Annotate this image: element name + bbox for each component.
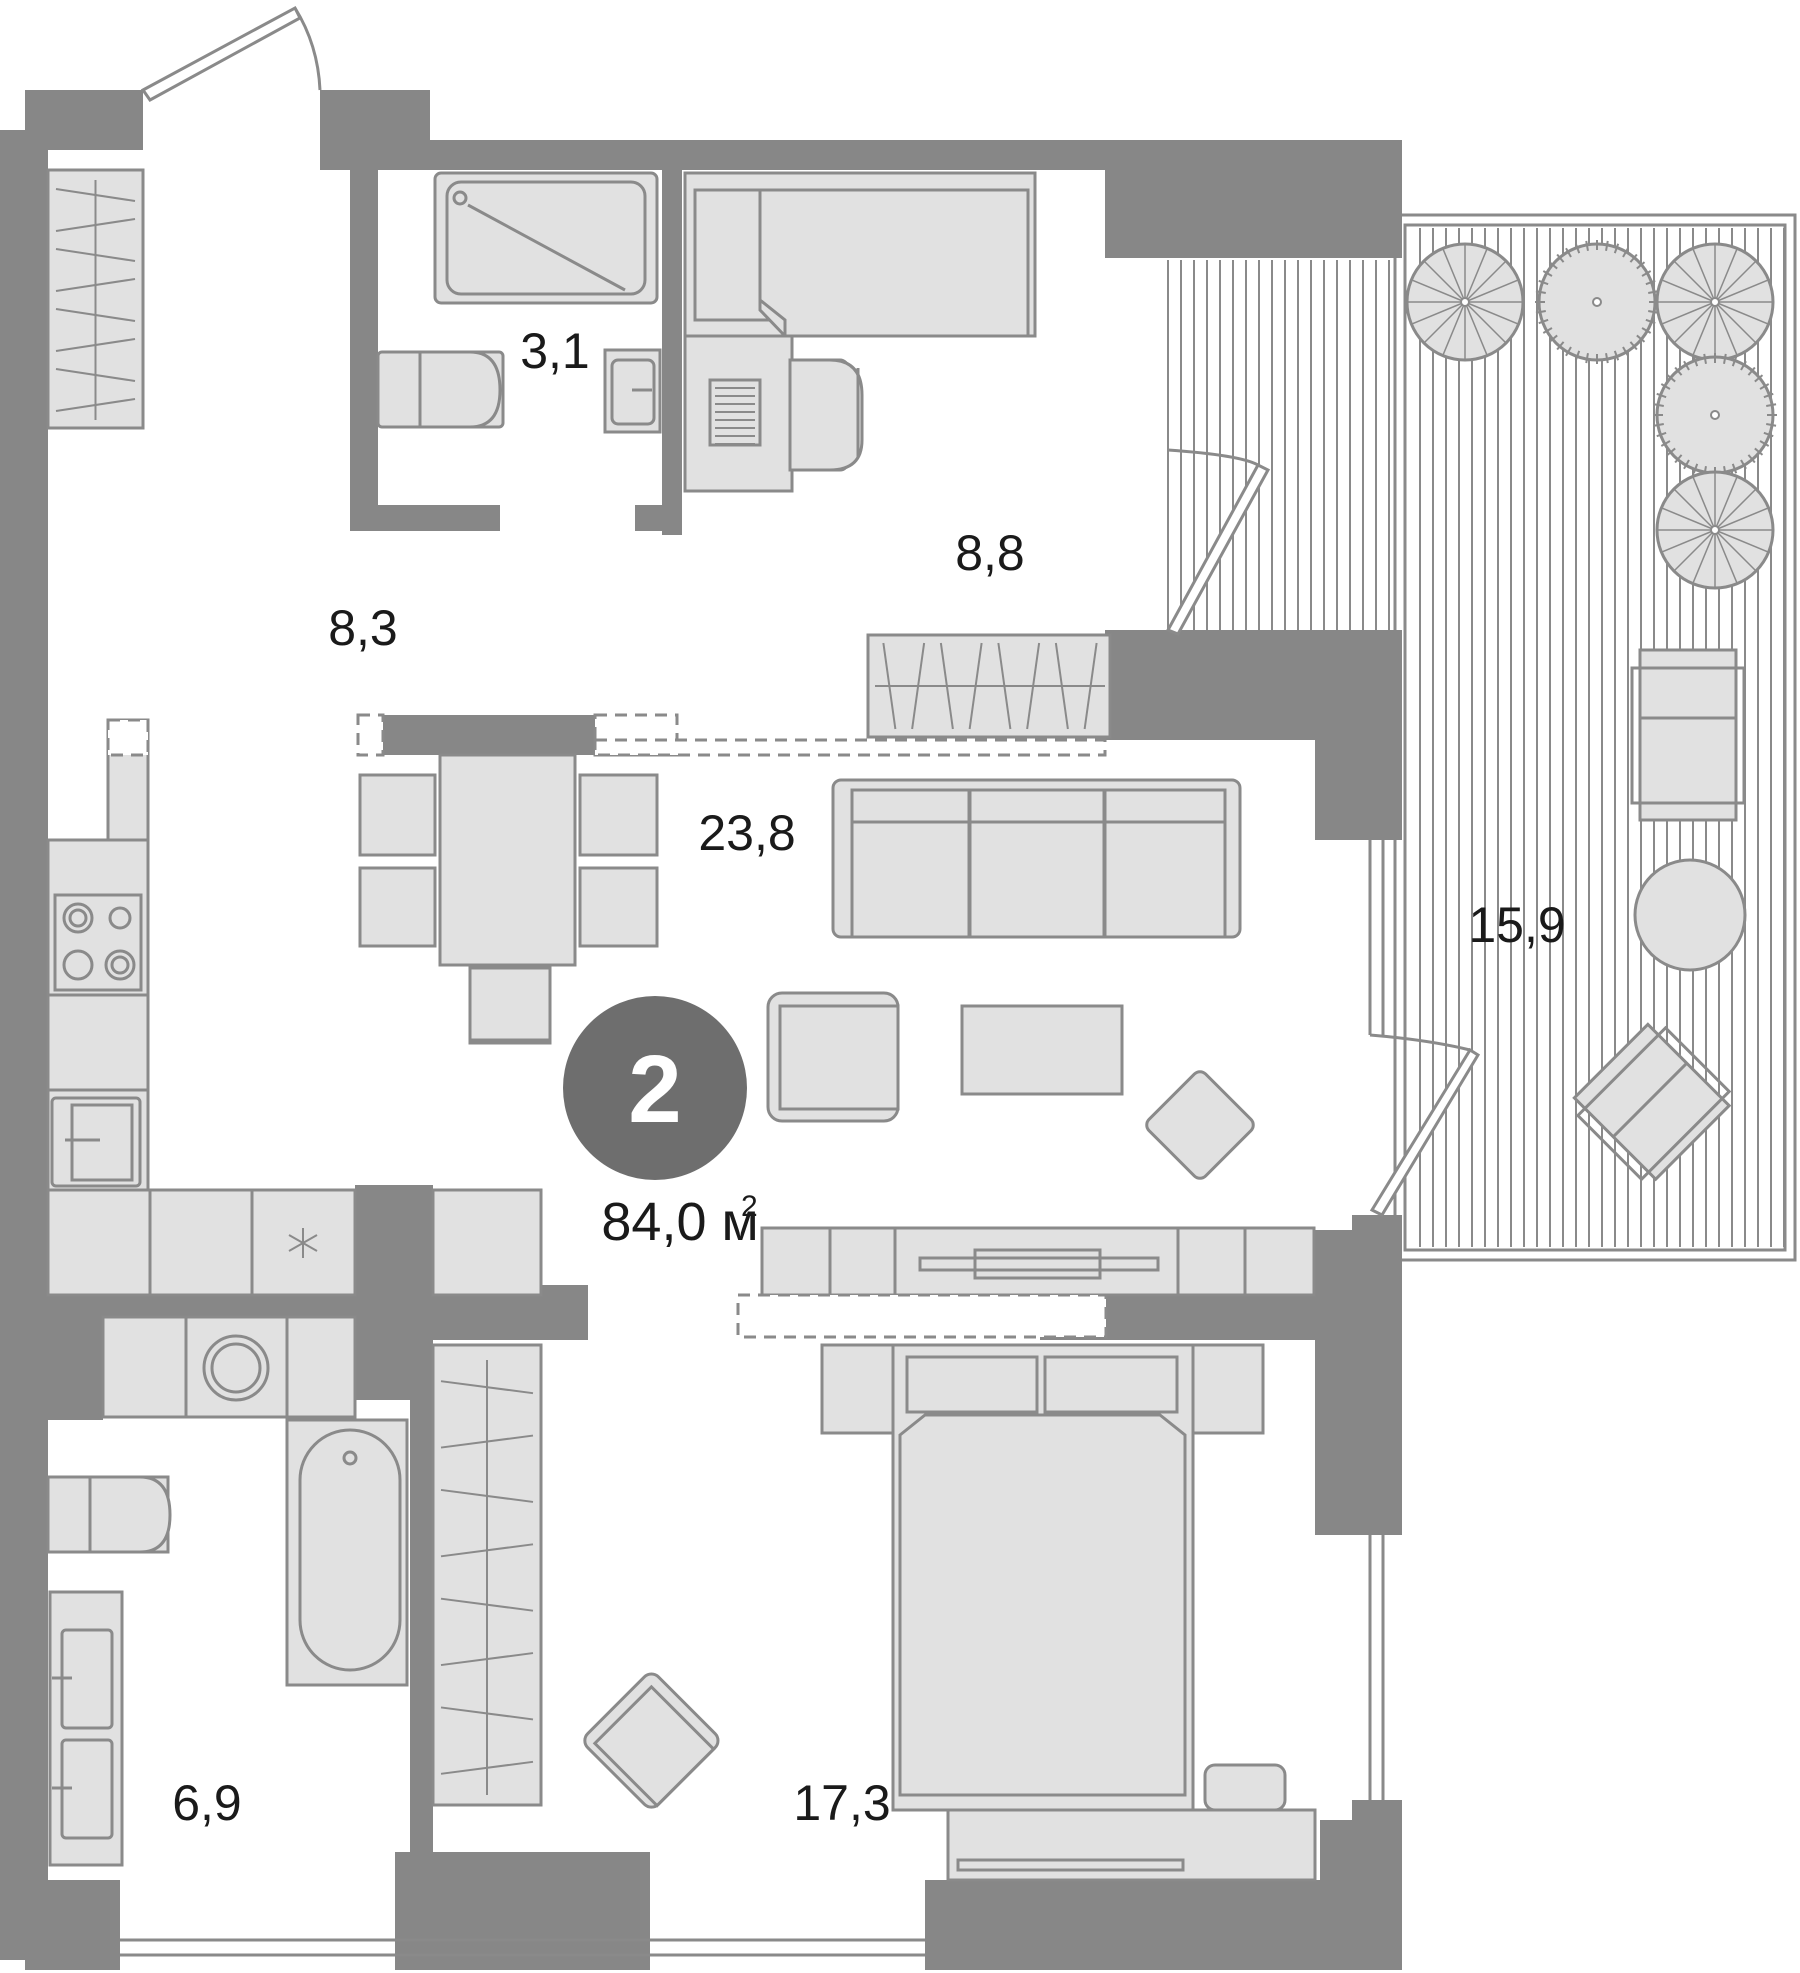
living-furniture	[736, 778, 1316, 1339]
area-label-hall: 8,3	[328, 600, 398, 656]
area-label-bedroom-small: 8,8	[955, 525, 1025, 581]
small-bathroom-fixtures	[376, 171, 662, 434]
nook-slats	[1167, 260, 1390, 630]
bedroom-small-wardrobe	[866, 633, 1112, 739]
total-area-value: 84,0 м	[601, 1192, 758, 1252]
rooms-badge: 2	[563, 996, 747, 1180]
facade-openings	[120, 5, 1481, 1957]
area-label-balcony: 15,9	[1468, 897, 1565, 953]
area-label-living-kitchen: 23,8	[698, 805, 795, 861]
large-bathroom-fixtures	[46, 1315, 409, 1867]
area-label-bathroom-large: 6,9	[172, 1775, 242, 1831]
hall-wardrobe	[46, 168, 145, 430]
total-area: 84,0 м 2	[601, 1190, 758, 1252]
small-bedroom-furniture	[683, 171, 1037, 493]
area-label-bedroom-master: 17,3	[793, 1775, 890, 1831]
master-bedroom-furniture	[583, 1343, 1317, 1882]
balcony-furniture	[1405, 240, 1777, 1182]
rooms-badge-circle	[563, 996, 747, 1180]
room-labels: 3,1 8,8 8,3 23,8 15,9 6,9 17,3	[172, 323, 1565, 1831]
area-label-bathroom-small: 3,1	[520, 323, 590, 379]
master-wardrobe	[431, 1343, 543, 1807]
snowflake-icon	[288, 1228, 318, 1258]
planter-umbrellas	[1405, 240, 1777, 590]
rooms-count: 2	[628, 1036, 681, 1143]
dining-set	[356, 713, 1107, 1045]
total-area-unit-sup: 2	[741, 1190, 758, 1223]
kitchen-furniture	[46, 718, 543, 1297]
